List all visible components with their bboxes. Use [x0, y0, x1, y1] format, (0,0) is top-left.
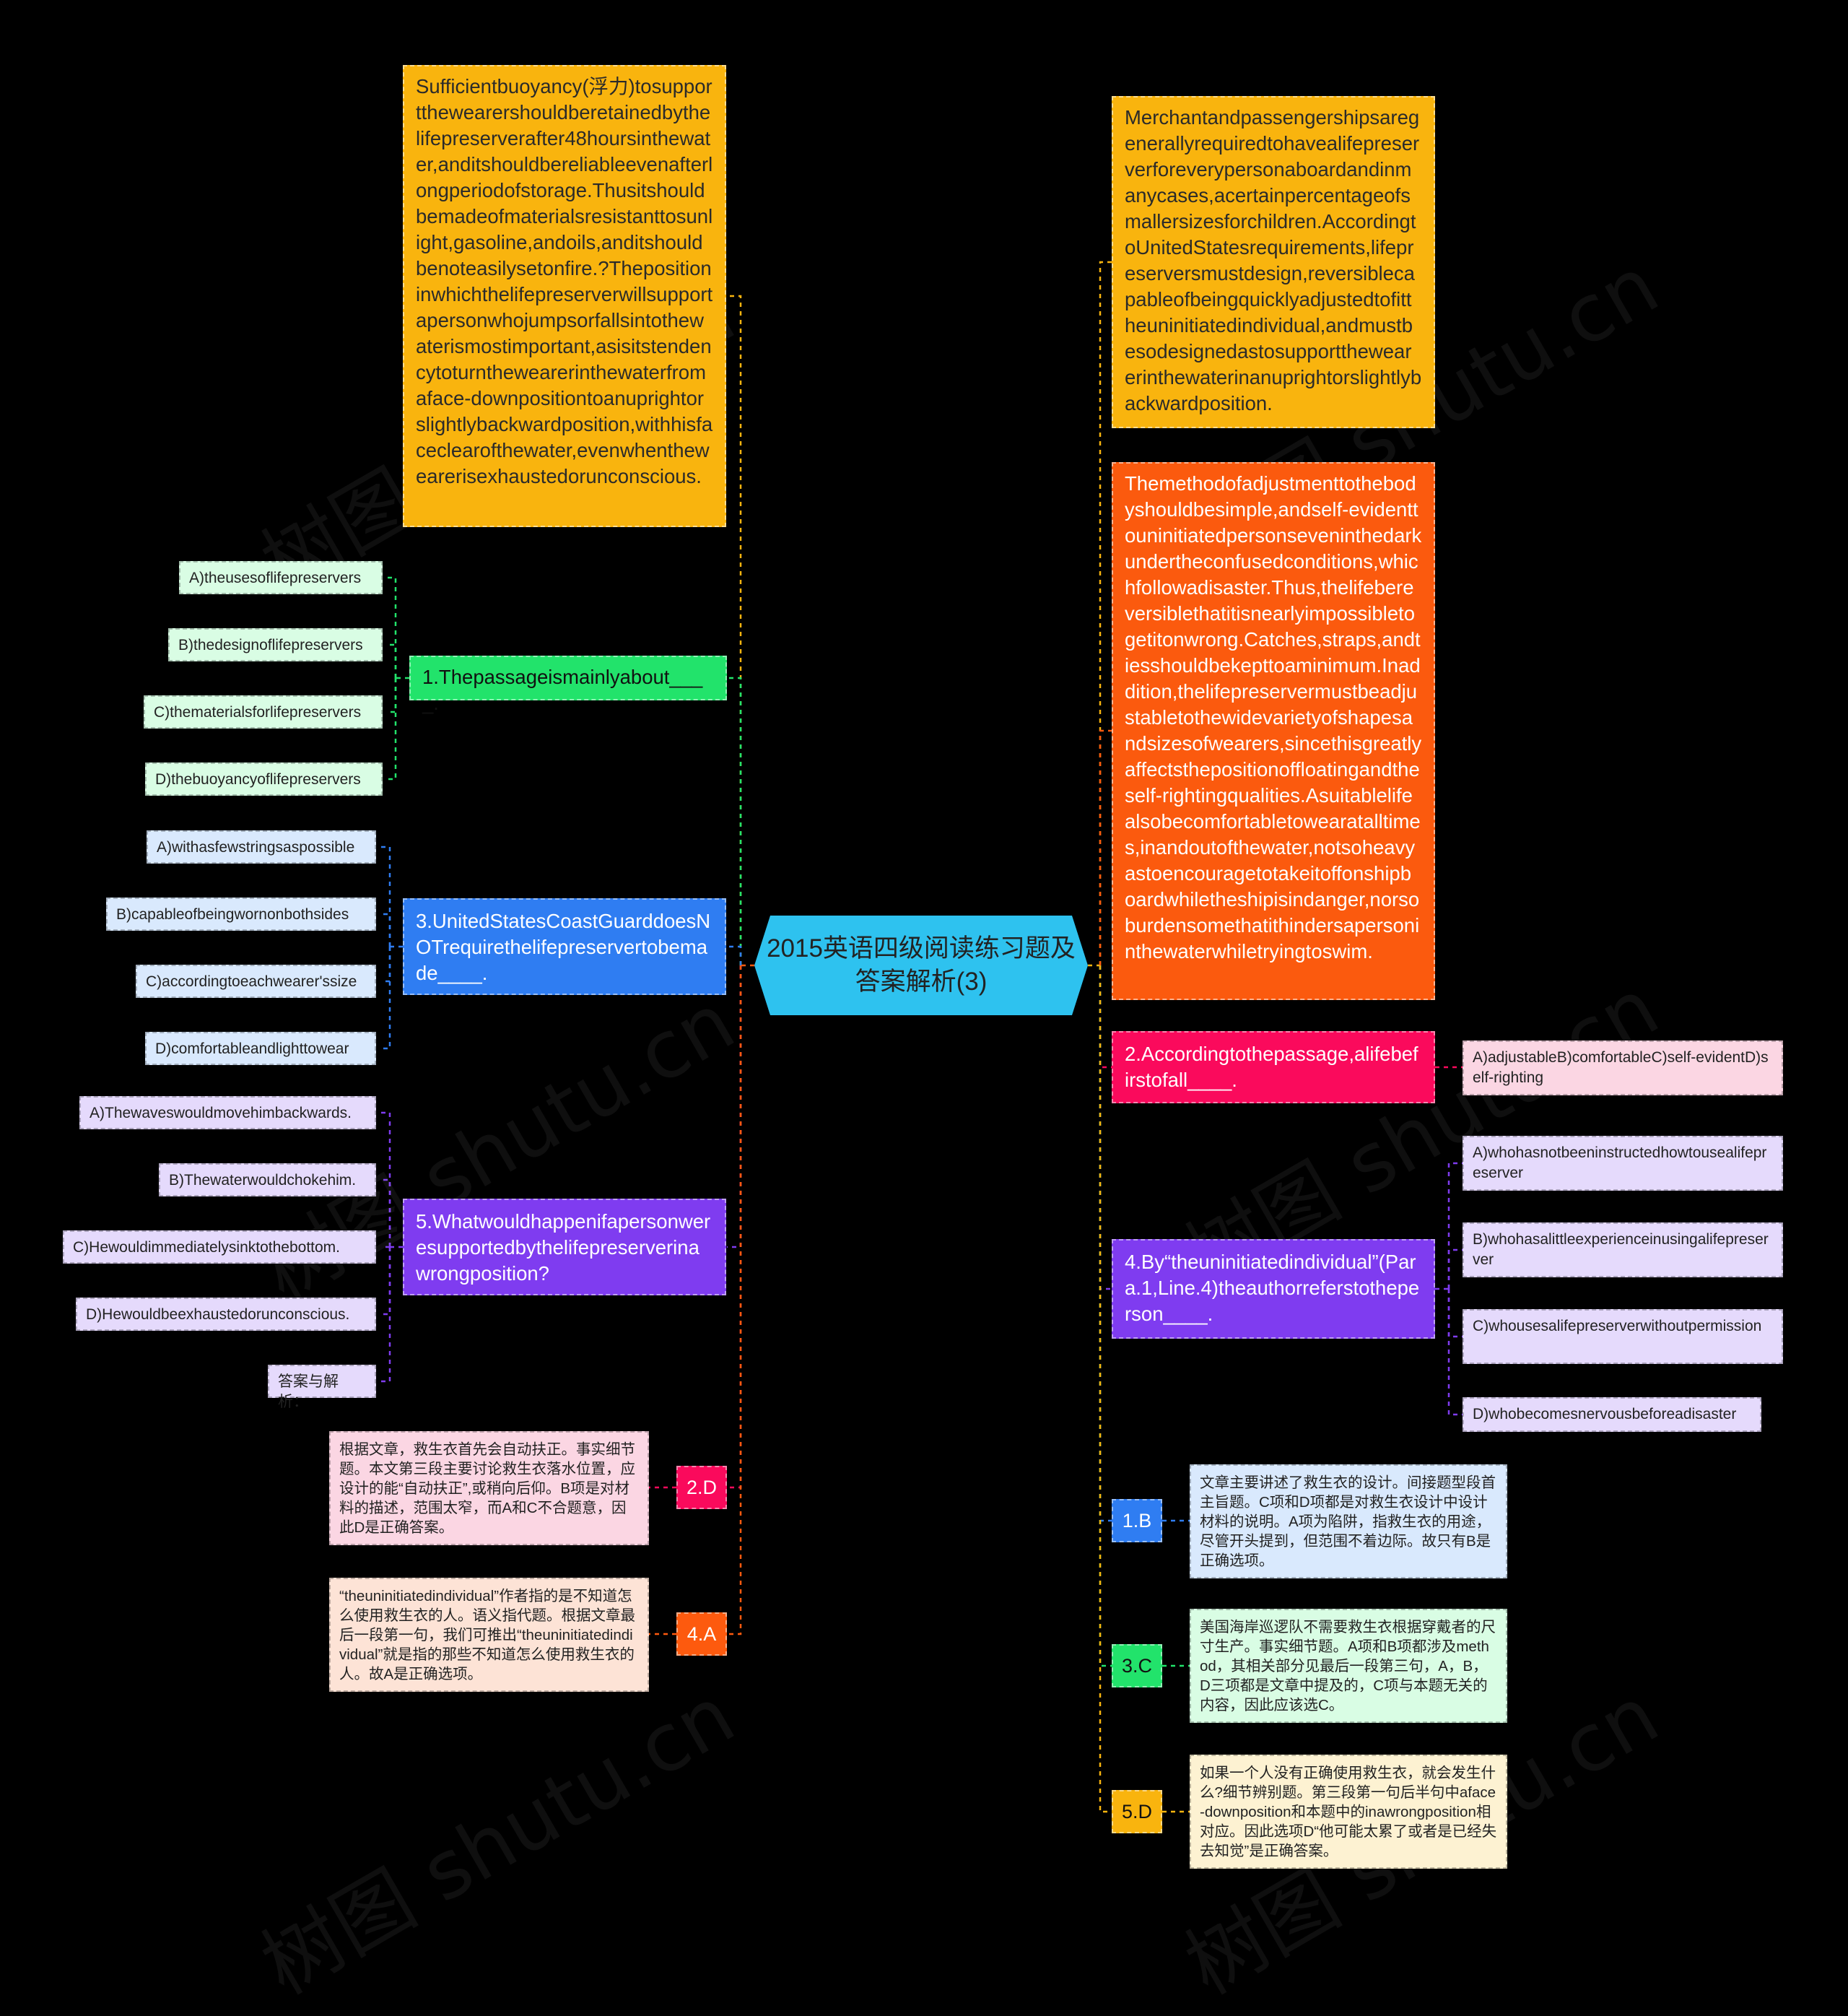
- q1-option-a[interactable]: A)theusesoflifepreservers: [179, 561, 383, 594]
- left-branch-line-0: [727, 295, 742, 965]
- right-branch-line-0: [1099, 261, 1112, 965]
- q5-option-a[interactable]: A)Thewaveswouldmovehimbackwards.: [79, 1096, 376, 1129]
- q5-option-d[interactable]: D)Hewouldbeexhaustedorunconscious.: [76, 1298, 376, 1331]
- question-4-node[interactable]: 4.By“theuninitiatedindividual”(Para.1,Li…: [1112, 1239, 1435, 1339]
- q1-option-c[interactable]: C)thematerialsforlifepreservers: [144, 695, 383, 729]
- question-1-node[interactable]: 1.Thepassageismainlyabout____.: [409, 656, 727, 714]
- q5-fan-option-line-1: [381, 1178, 391, 1247]
- q3-fan-option-line-0: [381, 846, 391, 947]
- q4-fan-option-line-1: [1447, 1248, 1463, 1289]
- question-2-node[interactable]: 2.Accordingtothepassage,alifebefirstofal…: [1112, 1031, 1435, 1103]
- answer-2-node[interactable]: 2.D: [676, 1466, 727, 1509]
- left-branch-line-1: [727, 677, 742, 965]
- right-branch-line-3: [1099, 965, 1112, 1290]
- q3-fan-option-line-3: [381, 947, 391, 1050]
- answer-1-explanation[interactable]: 文章主要讲述了救生衣的设计。间接题型段首主旨题。C项和D项都是对救生衣设计中设计…: [1190, 1464, 1507, 1578]
- q3-option-c[interactable]: C)accordingtoeachwearer'ssize: [136, 965, 376, 998]
- left-branch-line-3: [727, 965, 742, 1248]
- q4-fan-option-line-0: [1447, 1162, 1463, 1289]
- q1-fan-option-line-3: [387, 678, 397, 781]
- q1-option-b[interactable]: B)thedesignoflifepreservers: [168, 628, 383, 661]
- right-passage-1-node[interactable]: Merchantandpassengershipsaregenerallyreq…: [1112, 96, 1435, 428]
- left-branch-line-5: [727, 965, 742, 1635]
- q3-option-d[interactable]: D)comfortableandlighttowear: [145, 1032, 376, 1065]
- q5-option-c[interactable]: C)Hewouldimmediatelysinktothebottom.: [63, 1230, 376, 1264]
- q4-option-b[interactable]: B)whohasalittleexperienceinusingalifepre…: [1463, 1222, 1783, 1277]
- q4-option-c[interactable]: C)whousesalifepreserverwithoutpermission: [1463, 1309, 1783, 1364]
- q1-fan-option-line-2: [387, 678, 397, 713]
- q5-fan-option-line-4: [381, 1247, 391, 1383]
- answer-5-explanation[interactable]: 如果一个人没有正确使用救生衣，就会发生什么?细节辨别题。第三段第一句后半句中af…: [1190, 1755, 1507, 1869]
- connector-lines: [381, 261, 1463, 1813]
- q1-fan-option-line-1: [387, 643, 397, 678]
- answer-4-node[interactable]: 4.A: [676, 1612, 727, 1656]
- root-topic[interactable]: 2015英语四级阅读练习题及答案解析(3): [754, 916, 1088, 1015]
- left-passage-node[interactable]: Sufficientbuoyancy(浮力)tosupportthewearer…: [403, 65, 726, 527]
- right-branch-line-2: [1099, 965, 1112, 1069]
- q5-fan-option-line-3: [381, 1247, 391, 1316]
- right-branch-line-4: [1099, 965, 1112, 1522]
- answer-1-node[interactable]: 1.B: [1112, 1499, 1162, 1542]
- q5-option-b[interactable]: B)Thewaterwouldchokehim.: [159, 1163, 376, 1196]
- q1-option-d[interactable]: D)thebuoyancyoflifepreservers: [145, 762, 383, 796]
- answer-3-node[interactable]: 3.C: [1112, 1644, 1162, 1687]
- answer-2-explanation[interactable]: 根据文章，救生衣首先会自动扶正。事实细节题。本文第三段主要讨论救生衣落水位置，应…: [329, 1431, 649, 1545]
- q4-option-a[interactable]: A)whohasnotbeeninstructedhowtousealifepr…: [1463, 1136, 1783, 1191]
- q4-option-d[interactable]: D)whobecomesnervousbeforeadisaster: [1463, 1397, 1761, 1432]
- q4-fan-option-line-2: [1447, 1289, 1463, 1338]
- right-passage-2-node[interactable]: Themethodofadjustmenttothebodyshouldbesi…: [1112, 462, 1435, 1000]
- q3-fan-option-line-2: [381, 947, 391, 983]
- answer-3-explanation[interactable]: 美国海岸巡逻队不需要救生衣根据穿戴者的尺寸生产。事实细节题。A项和B项都涉及me…: [1190, 1609, 1507, 1723]
- q3-option-a[interactable]: A)withasfewstringsaspossible: [147, 830, 376, 864]
- right-branch-line-5: [1099, 965, 1112, 1667]
- answer-heading[interactable]: 答案与解析：: [268, 1365, 376, 1410]
- q2-options[interactable]: A)adjustableB)comfortableC)self-evidentD…: [1463, 1040, 1783, 1095]
- q1-fan-option-line-0: [387, 576, 397, 678]
- question-3-node[interactable]: 3.UnitedStatesCoastGuarddoesNOTrequireth…: [403, 898, 726, 995]
- q3-fan-option-line-1: [381, 913, 391, 947]
- right-branch-line-1: [1099, 729, 1112, 965]
- right-branch-line-6: [1099, 965, 1112, 1813]
- answer-4-explanation[interactable]: “theuninitiatedindividual”作者指的是不知道怎么使用救生…: [329, 1578, 649, 1692]
- q4-fan-option-line-3: [1447, 1289, 1463, 1416]
- left-branch-line-2: [727, 945, 742, 965]
- answer-5-node[interactable]: 5.D: [1112, 1790, 1162, 1833]
- question-5-node[interactable]: 5.Whatwouldhappenifapersonweresupportedb…: [403, 1199, 726, 1295]
- q3-option-b[interactable]: B)capableofbeingwornonbothsides: [106, 898, 376, 931]
